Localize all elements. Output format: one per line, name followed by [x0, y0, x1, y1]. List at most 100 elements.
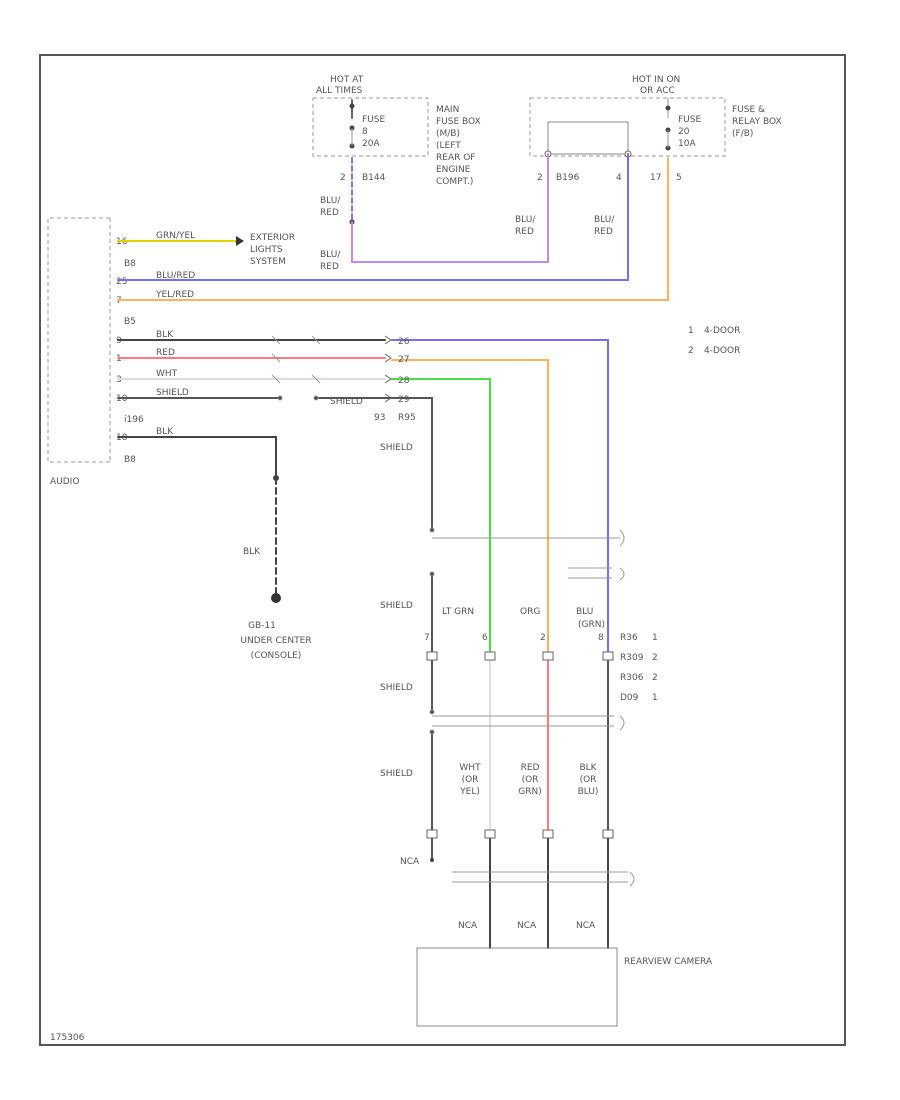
right-conn-3-num: 2 [652, 673, 658, 683]
fuse-right-fuse-line-3: 10A [678, 139, 696, 149]
fuse-right-box-line-3: (F/B) [732, 129, 753, 139]
low-wire-2-b: (OR [522, 775, 539, 785]
bottom-connector: NCA NCA NCA NCA [400, 829, 635, 931]
fuse-left-box-line-2: FUSE BOX [436, 117, 481, 127]
fuse-right-wire-b-line-2: RED [594, 227, 613, 237]
mid-connector: 26 27 28 29 SHIELD 93 R95 [330, 335, 416, 423]
low-wire-labels: WHT (OR YEL) RED (OR GRN) BLK (OR BLU) [459, 763, 598, 797]
mid-wire-org: ORG [520, 607, 540, 617]
fuse-left-box-line-4: (LEFT [436, 141, 461, 151]
rearview-camera-box [416, 947, 618, 1027]
nca-1: NCA [458, 921, 478, 931]
fuse-right-connector-a: B196 [556, 173, 580, 183]
fuse-left-fuse-line-2: 8 [362, 127, 368, 137]
fuse-left-box-line-6: ENGINE [436, 165, 471, 175]
fuse-left-fuse-line-1: FUSE [362, 115, 385, 125]
mid-wire-ltgrn: LT GRN [442, 607, 474, 617]
fuse-right-pin-c: 17 [650, 173, 661, 183]
low-wire-3-c: BLU) [578, 787, 599, 797]
ground-wire-label: BLK [243, 547, 261, 557]
fuse-relay-box: HOT IN ON OR ACC FUSE 20 10A FUSE & RELA… [515, 75, 782, 237]
fuse-right-relay [547, 121, 629, 155]
audio-wire-7: WHT [156, 369, 178, 379]
audio-wire-6: RED [156, 348, 175, 358]
audio-wire-2: BLU/RED [156, 271, 195, 281]
arrow-exterior [236, 236, 244, 246]
mid-label-shield: SHIELD [330, 397, 363, 407]
nca-shield: NCA [400, 857, 420, 867]
rearview-camera-label: REARVIEW CAMERA [624, 957, 713, 967]
fuse-right-pin-b: 4 [616, 173, 622, 183]
nca-3: NCA [576, 921, 596, 931]
audio-wire-5: BLK [156, 330, 174, 340]
footer-code: 175306 [50, 1033, 85, 1043]
wire-violet-mid [391, 339, 609, 656]
harness-wires [117, 153, 669, 949]
fuse-right-wire-a-line-1: BLU/ [515, 215, 536, 225]
ground-location: UNDER CENTER [240, 636, 311, 646]
wire-green-mid [391, 378, 491, 656]
diagram-frame [39, 54, 846, 1046]
right-conn-4-name: D09 [620, 693, 639, 703]
audio-unit: AUDIO 16GRN/YELB825BLU/RED7YEL/REDB59BLK… [47, 217, 195, 487]
audio-wire-9: i196 [124, 415, 144, 425]
shield-label-3: SHIELD [380, 683, 413, 693]
shield-label-2: SHIELD [380, 601, 413, 611]
low-wire-2-c: GRN) [518, 787, 541, 797]
shield-label-1: SHIELD [380, 443, 413, 453]
wire-shield-mid [317, 397, 433, 531]
mid-label-93: 93 [374, 413, 385, 423]
exterior-line-3: SYSTEM [250, 257, 286, 267]
fuse-right-hot-label: HOT IN ON [632, 75, 680, 85]
fuse-left-hot-label-2: ALL TIMES [316, 86, 363, 96]
fuse-right-fuse-line-2: 20 [678, 127, 690, 137]
fuse-right-wire-a-line-2: RED [515, 227, 534, 237]
legend-1-text: 4-DOOR [704, 326, 740, 336]
legend-2-num: 2 [688, 346, 694, 356]
wire-blk-ground [117, 436, 277, 479]
audio-wire-4: B5 [124, 317, 136, 327]
fuse-left-connector: B144 [362, 173, 386, 183]
exterior-wire-line-2: RED [320, 262, 339, 272]
right-connector-list: R36 1 R309 2 R306 2 D09 1 [620, 633, 658, 703]
right-conn-3-name: R306 [620, 673, 644, 683]
fuse-left-box-line-1: MAIN [436, 105, 459, 115]
inline-connector-2 [429, 709, 625, 735]
mid-wire-grn: (GRN) [578, 620, 605, 630]
fuse-left-box-line-7: COMPT.) [436, 177, 473, 187]
fuse-right-wire-b-line-1: BLU/ [594, 215, 615, 225]
right-conn-2-num: 2 [652, 653, 658, 663]
mid-wire-blu: BLU [576, 607, 593, 617]
fuse-left-wire-line-1: BLU/ [320, 196, 341, 206]
audio-wire-8: SHIELD [156, 388, 189, 398]
wire-orange-mid [391, 359, 549, 656]
exterior-line-2: LIGHTS [250, 245, 283, 255]
inline-connector-1 [429, 527, 625, 581]
fuse-left-pin: 2 [340, 173, 346, 183]
fuse-left-hot-label: HOT AT [330, 75, 364, 85]
fuse-left-fuse-line-3: 20A [362, 139, 380, 149]
audio-wire-10: BLK [156, 427, 174, 437]
low-pin-7: 7 [424, 633, 430, 643]
ground-location-2: (CONSOLE) [251, 651, 302, 661]
fuse-right-fuse-line-1: FUSE [678, 115, 701, 125]
low-wire-1-a: WHT [459, 763, 481, 773]
low-pin-8: 8 [598, 633, 604, 643]
fuse-right-box-line-1: FUSE & [732, 105, 765, 115]
lower-connector: 7 6 2 8 [424, 633, 614, 661]
exterior-line-1: EXTERIOR [250, 233, 295, 243]
low-wire-3-a: BLK [579, 763, 597, 773]
low-wire-3-b: (OR [580, 775, 597, 785]
right-conn-4-num: 1 [652, 693, 658, 703]
ground-name: GB-11 [248, 621, 276, 631]
exterior-wire-line-1: BLU/ [320, 250, 341, 260]
main-fuse-box: HOT AT ALL TIMES FUSE 8 20A MAIN FUSE BO… [312, 75, 481, 225]
fuse-left-box-line-3: (M/B) [436, 129, 460, 139]
wire-yel-red [117, 157, 669, 301]
shield-label-4: SHIELD [380, 769, 413, 779]
audio-pin-2: 25 [116, 277, 127, 287]
legend: 1 4-DOOR 2 4-DOOR [688, 326, 740, 356]
low-wire-2-a: RED [521, 763, 540, 773]
mid-pin-26: 26 [398, 337, 410, 347]
